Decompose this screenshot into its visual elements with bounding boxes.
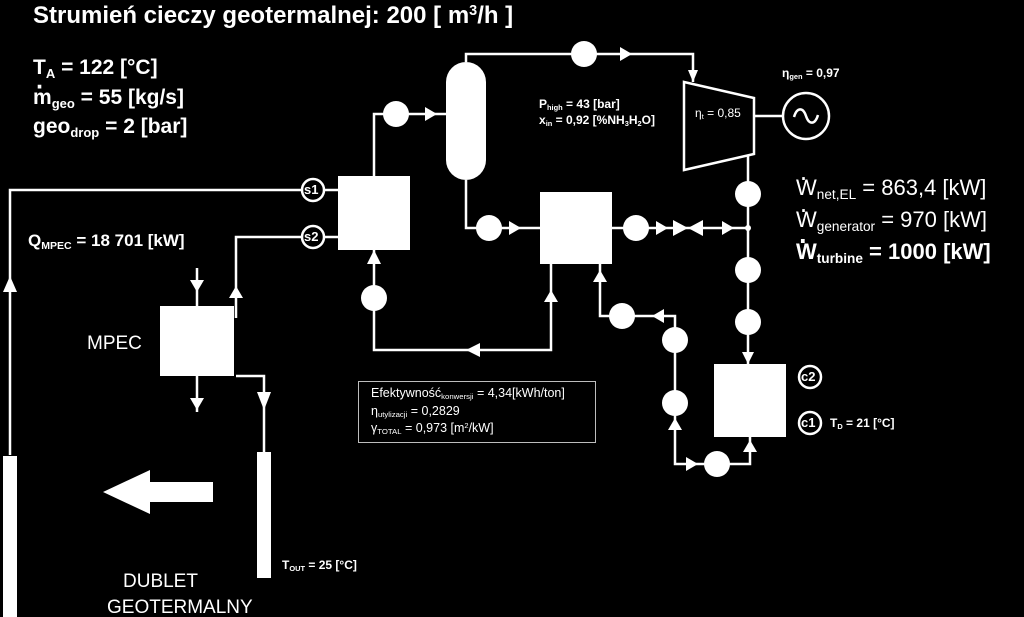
dublet-label-line2: GEOTERMALNY bbox=[107, 597, 253, 617]
param-mgeo: mgeo = 55 [kg/s] bbox=[33, 87, 184, 110]
mpec-heat-exchanger bbox=[160, 306, 234, 376]
pump-cond-loop-1 bbox=[609, 303, 635, 329]
param-geodrop: geodrop = 2 [bar] bbox=[33, 115, 188, 141]
pump-return bbox=[361, 285, 387, 311]
param-ta: TA = 122 [°C] bbox=[33, 56, 158, 82]
pump-cond-loop-4 bbox=[704, 451, 730, 477]
mpec-label: MPEC bbox=[87, 333, 142, 354]
production-well bbox=[3, 456, 17, 617]
mixing-node bbox=[745, 225, 751, 231]
heat-exchanger-1 bbox=[338, 176, 410, 250]
injection-well bbox=[257, 452, 271, 578]
p-high-label: Phigh = 43 [bar] bbox=[539, 97, 620, 113]
total-gamma: γTOTAL = 0,973 [m2/kW] bbox=[371, 420, 494, 437]
pumps bbox=[361, 41, 761, 477]
pump-turbine-out bbox=[735, 181, 761, 207]
node-s1: s1 bbox=[304, 182, 319, 197]
node-s2: s2 bbox=[304, 229, 319, 244]
q-mpec-label: QMPEC = 18 701 [kW] bbox=[28, 231, 185, 253]
pipe-s1 bbox=[8, 188, 310, 455]
node-circles bbox=[300, 177, 823, 436]
recuperator bbox=[540, 192, 612, 264]
pump-vapour bbox=[571, 41, 597, 67]
x-in-label: xin = 0,92 [%NH3H2O] bbox=[539, 113, 655, 129]
w-turbine: Wturbine = 1000 [kW] bbox=[796, 241, 991, 266]
node-c1: c1 bbox=[801, 415, 816, 430]
turbine-efficiency: ηt = 0,85 bbox=[695, 106, 741, 122]
page-title: Strumień cieczy geotermalnej: 200 [ m3/h… bbox=[33, 2, 514, 29]
pump-separator-in bbox=[383, 101, 409, 127]
t-out-label: TOUT = 25 [°C] bbox=[282, 558, 357, 574]
pipe-s2 bbox=[234, 235, 310, 318]
pump-condenser-1 bbox=[735, 257, 761, 283]
pipe-hx1-separator bbox=[372, 112, 446, 176]
turbine bbox=[682, 80, 756, 172]
utilization-efficiency: ηutylizacji = 0,2829 bbox=[371, 404, 460, 420]
condenser bbox=[714, 364, 786, 437]
pipe-reinjection bbox=[236, 374, 266, 452]
expansion-valve bbox=[673, 220, 703, 236]
pipe-return-hx1 bbox=[372, 250, 553, 352]
separator-vessel bbox=[446, 62, 486, 180]
efficiency-info-box: Efektywnośćkonwersji = 4,34[kWh/ton] ηut… bbox=[358, 381, 596, 443]
pump-cond-loop-3 bbox=[662, 390, 688, 416]
pump-liquid bbox=[476, 215, 502, 241]
pipe-liquid bbox=[464, 180, 540, 230]
flow-direction-arrow bbox=[103, 470, 213, 514]
w-net-el: Wnet,EL = 863,4 [kW] bbox=[796, 177, 986, 202]
pump-recup-out bbox=[623, 215, 649, 241]
node-c2: c2 bbox=[801, 369, 816, 384]
pump-condenser-2 bbox=[735, 309, 761, 335]
conversion-efficiency: Efektywnośćkonwersji = 4,34[kWh/ton] bbox=[371, 386, 565, 402]
equipment bbox=[3, 62, 786, 617]
pump-cond-loop-2 bbox=[662, 327, 688, 353]
generator-efficiency: ηgen = 0,97 bbox=[782, 66, 840, 82]
w-generator: Wgenerator = 970 [kW] bbox=[796, 209, 987, 234]
flow-arrows bbox=[3, 47, 757, 471]
generator-sine bbox=[792, 108, 820, 124]
t-d-label: TD = 21 [°C] bbox=[830, 416, 895, 432]
dublet-label-line1: DUBLET bbox=[123, 571, 198, 592]
